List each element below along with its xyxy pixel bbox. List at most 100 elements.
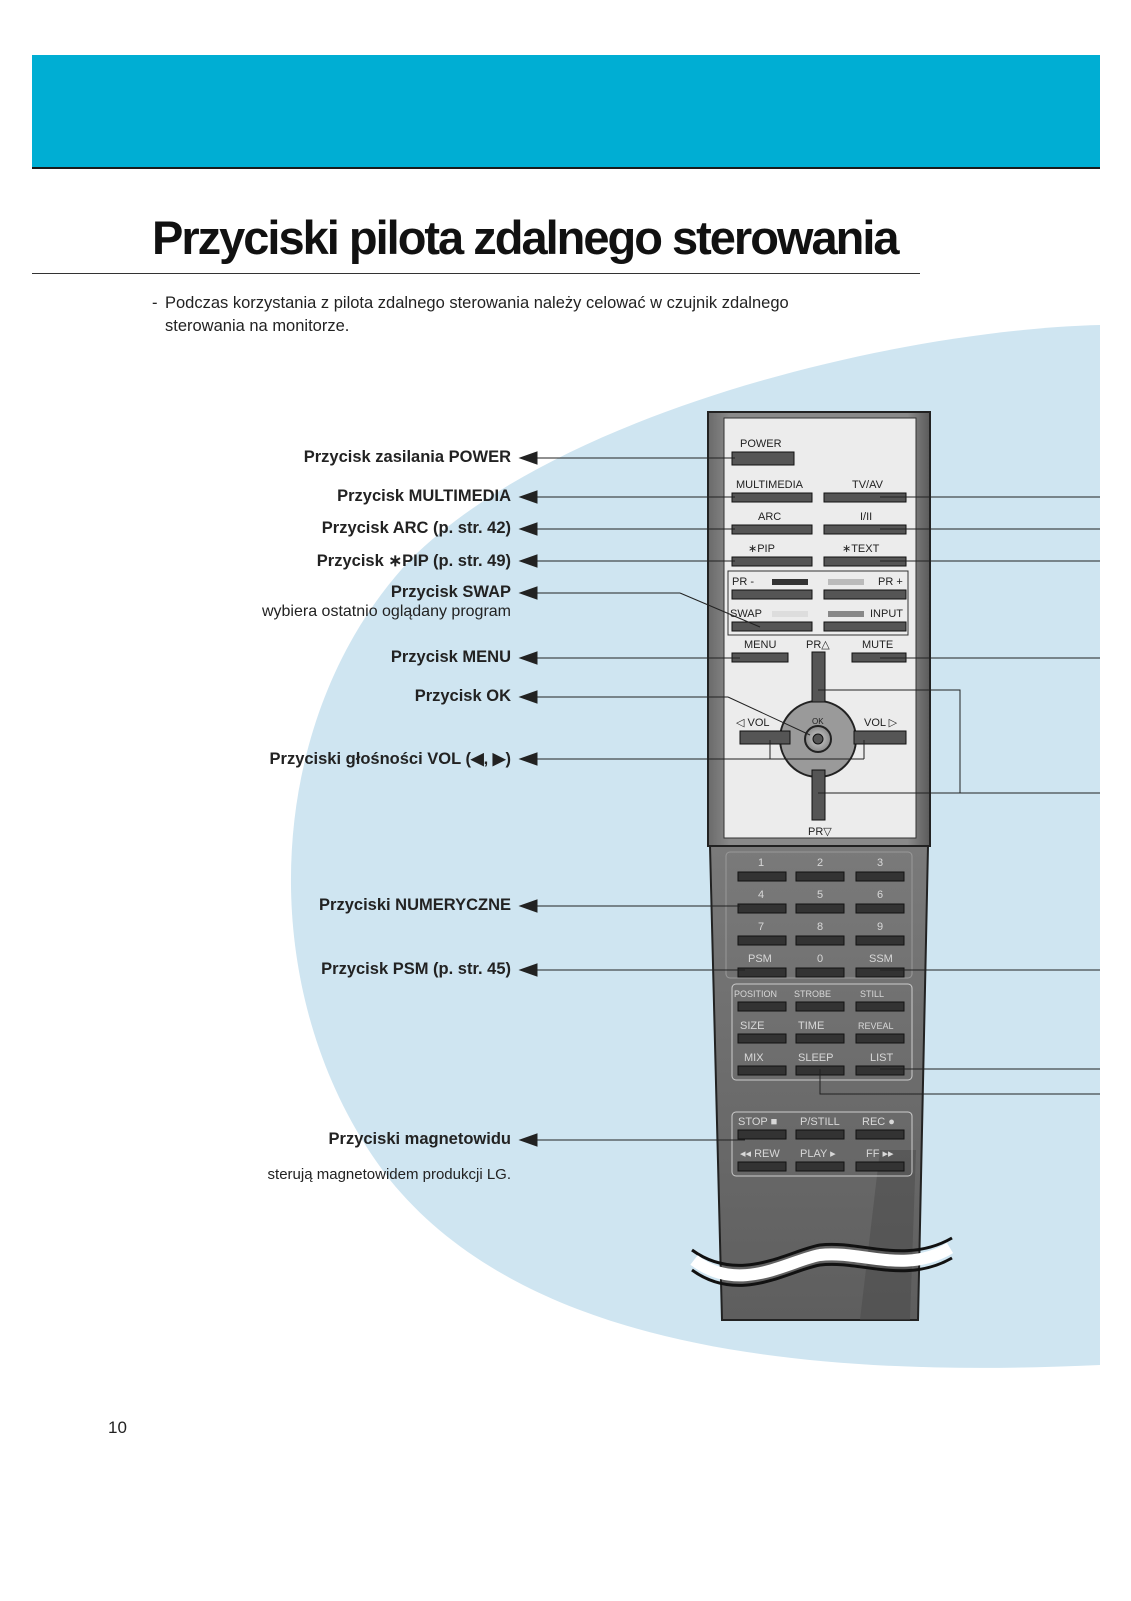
reveal-button[interactable] — [855, 1033, 905, 1044]
reveal-label: REVEAL — [858, 1021, 894, 1031]
callout-vol: Przyciski głośności VOL (◀, ▶) — [269, 750, 511, 768]
play-label: PLAY ▸ — [800, 1148, 836, 1160]
stop-label: STOP ■ — [738, 1116, 777, 1128]
digit-8-label: 8 — [817, 921, 823, 933]
play-button[interactable] — [795, 1161, 845, 1172]
digit-9-label: 9 — [877, 921, 883, 933]
arc-button[interactable] — [731, 524, 813, 535]
time-button[interactable] — [795, 1033, 845, 1044]
callout-arc: Przycisk ARC (p. str. 42) — [321, 519, 511, 537]
rew-button[interactable] — [737, 1161, 787, 1172]
pstill-button[interactable] — [795, 1129, 845, 1140]
background-blob — [290, 325, 1100, 1368]
vol-right-button[interactable] — [853, 730, 907, 745]
strobe-button[interactable] — [795, 1001, 845, 1012]
digit-2-button[interactable] — [795, 871, 845, 882]
callout-menu: Przycisk MENU — [390, 648, 511, 666]
still-button[interactable] — [855, 1001, 905, 1012]
menu-label: MENU — [744, 639, 776, 651]
callout-swap-desc: wybiera ostatnio oglądany program — [261, 603, 511, 620]
remote-bottom-body — [708, 845, 930, 1321]
callout-swap: Przycisk SWAP — [390, 583, 511, 601]
digit-7-label: 7 — [758, 921, 764, 933]
ssm-button[interactable] — [855, 967, 905, 978]
size-button[interactable] — [737, 1033, 787, 1044]
digit-5-label: 5 — [817, 889, 823, 901]
swap-button[interactable] — [731, 621, 813, 632]
intro-text: Podczas korzystania z pilota zdalnego st… — [165, 294, 789, 335]
menu-button[interactable] — [731, 652, 789, 663]
callout-power: Przycisk zasilania POWER — [303, 448, 511, 466]
pr-down-label: PR▽ — [808, 826, 832, 838]
digit-8-button[interactable] — [795, 935, 845, 946]
rew-label: ◂◂ REW — [740, 1148, 780, 1160]
ff-label: FF ▸▸ — [866, 1148, 894, 1160]
digit-1-button[interactable] — [737, 871, 787, 882]
numeric-keypad: 1 2 3 4 5 6 7 8 9 PSM 0 SSM — [737, 857, 905, 978]
digit-6-button[interactable] — [855, 903, 905, 914]
vcr-frame — [731, 1111, 913, 1177]
digit-3-label: 3 — [877, 857, 883, 869]
position-label: POSITION — [734, 989, 777, 999]
page-title: Przyciski pilota zdalnego sterowania — [152, 211, 900, 264]
list-label: LIST — [870, 1052, 894, 1064]
text-label: ∗TEXT — [842, 543, 880, 555]
power-label: POWER — [740, 438, 782, 450]
input-label: INPUT — [870, 608, 903, 620]
tvav-label: TV/AV — [852, 479, 884, 491]
mix-button[interactable] — [737, 1065, 787, 1076]
pr-minus-swatch — [772, 579, 808, 585]
page-number: 10 — [108, 1418, 127, 1437]
rec-button[interactable] — [855, 1129, 905, 1140]
digit-7-button[interactable] — [737, 935, 787, 946]
ff-button[interactable] — [855, 1161, 905, 1172]
power-button[interactable] — [731, 451, 795, 466]
digit-3-button[interactable] — [855, 871, 905, 882]
mix-label: MIX — [744, 1052, 764, 1064]
mute-label: MUTE — [862, 639, 893, 651]
multimedia-button[interactable] — [731, 492, 813, 503]
break-mark — [691, 1236, 953, 1267]
rec-label: REC ● — [862, 1116, 895, 1128]
pr-up-button[interactable] — [811, 651, 826, 703]
digit-1-label: 1 — [758, 857, 764, 869]
digit-4-button[interactable] — [737, 903, 787, 914]
intro-dash: - — [152, 294, 158, 312]
vol-left-button[interactable] — [739, 730, 791, 745]
input-swatch — [828, 611, 864, 617]
digit-4-label: 4 — [758, 889, 764, 901]
vol-right-label: VOL ▷ — [864, 717, 898, 729]
swap-label: SWAP — [730, 608, 762, 620]
psm-button[interactable] — [737, 967, 787, 978]
pip-label: ∗PIP — [748, 543, 775, 555]
pr-down-button[interactable] — [811, 769, 826, 821]
arc-label: ARC — [758, 511, 781, 523]
digit-6-label: 6 — [877, 889, 883, 901]
list-button[interactable] — [855, 1065, 905, 1076]
size-label: SIZE — [740, 1020, 764, 1032]
callout-vcr-desc: sterują magnetowidem produkcji LG. — [267, 1166, 511, 1183]
pstill-label: P/STILL — [800, 1116, 840, 1128]
title-rule — [32, 273, 920, 274]
swap-swatch — [772, 611, 808, 617]
pr-group-frame — [727, 570, 909, 636]
still-label: STILL — [860, 989, 884, 999]
digit-9-button[interactable] — [855, 935, 905, 946]
digit-0-button[interactable] — [795, 967, 845, 978]
pr-minus-button[interactable] — [731, 589, 813, 600]
pr-plus-button[interactable] — [823, 589, 907, 600]
keypad-frame — [725, 851, 913, 979]
callout-multimedia: Przycisk MULTIMEDIA — [337, 487, 511, 505]
pr-minus-label: PR - — [732, 576, 754, 588]
callout-psm: Przycisk PSM (p. str. 45) — [321, 960, 511, 978]
psm-label: PSM — [748, 953, 772, 965]
strobe-label: STROBE — [794, 989, 831, 999]
right-leader-lines — [818, 496, 1100, 1095]
input-button[interactable] — [823, 621, 907, 632]
pip-button[interactable] — [731, 556, 813, 567]
digit-5-button[interactable] — [795, 903, 845, 914]
stop-button[interactable] — [737, 1129, 787, 1140]
sleep-label: SLEEP — [798, 1052, 833, 1064]
position-button[interactable] — [737, 1001, 787, 1012]
pr-plus-label: PR + — [878, 576, 903, 588]
